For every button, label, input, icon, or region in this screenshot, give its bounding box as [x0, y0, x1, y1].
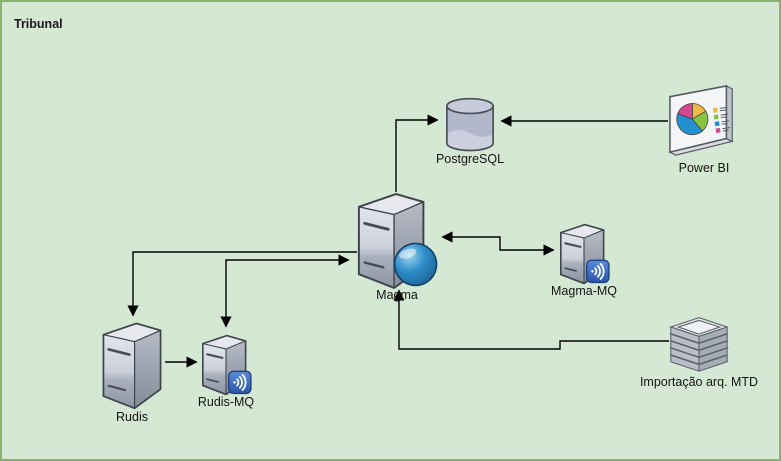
node-powerbi[interactable]: Power BI — [667, 83, 741, 175]
node-label: Importação arq. MTD — [639, 375, 759, 389]
database-cylinder-icon — [446, 97, 494, 152]
edge-importacao-magma — [393, 289, 669, 350]
node-label: PostgreSQL — [435, 152, 505, 166]
edge-magma-rudis — [127, 251, 357, 317]
node-label: Magma-MQ — [551, 284, 617, 298]
node-label: Rudis-MQ — [197, 395, 255, 409]
node-label: Rudis — [116, 410, 148, 424]
edge-magma-postgresql — [395, 114, 439, 192]
node-rudis[interactable]: Rudis — [99, 320, 165, 424]
node-postgresql[interactable]: PostgreSQL — [436, 97, 504, 166]
server-globe-icon — [357, 193, 438, 289]
node-magma[interactable]: Magma — [354, 190, 440, 302]
node-importacao[interactable]: Importação arq. MTD — [640, 312, 758, 389]
edge-rudis-mq-magma — [220, 254, 350, 328]
node-magma-mq[interactable]: Magma-MQ — [551, 221, 617, 298]
stacked-files-icon — [669, 317, 729, 372]
server-message-queue-icon — [202, 334, 252, 396]
container-title: Tribunal — [14, 17, 63, 31]
node-rudis-mq[interactable]: Rudis-MQ — [198, 332, 254, 409]
edge-magma-magma-mq — [441, 231, 555, 256]
node-label: Power BI — [678, 161, 730, 175]
node-label: Magma — [376, 288, 418, 302]
pie-chart-report-icon — [668, 85, 734, 156]
server-message-queue-icon — [560, 223, 610, 285]
server-icon — [102, 322, 162, 410]
